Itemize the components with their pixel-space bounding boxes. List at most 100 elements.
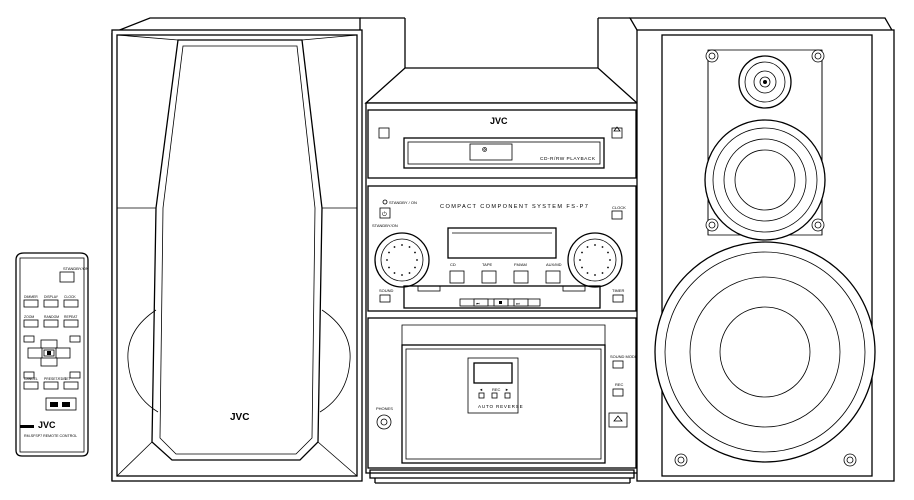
remote-right-button[interactable] (55, 347, 71, 359)
deck-control-button[interactable] (478, 392, 485, 399)
remote-button-label: SET (64, 377, 71, 381)
left-control-knob[interactable] (374, 232, 430, 288)
power-standby-button[interactable] (379, 207, 391, 219)
remote-up-button[interactable] (40, 339, 58, 349)
screw (705, 218, 719, 232)
remote-button[interactable] (63, 299, 79, 308)
tuner-display (447, 227, 557, 259)
skip-forward-button[interactable] (513, 298, 529, 307)
knob-dot (601, 272, 604, 274)
remote-button-label: RANDOM (44, 315, 59, 319)
remote-button[interactable] (43, 299, 59, 308)
skip-forward-icon: ⏭ (516, 301, 520, 306)
remote-left-button[interactable] (27, 347, 43, 359)
disc-icon: ◎ (482, 147, 488, 153)
sound-mode-label: SOUND MODE (610, 354, 638, 359)
remote-down-button[interactable] (40, 357, 58, 367)
skip-back-button[interactable] (473, 298, 489, 307)
woofer (654, 241, 876, 463)
screw (843, 453, 857, 467)
stop-icon (499, 301, 502, 304)
remote-button[interactable] (23, 381, 39, 390)
deck-control-button[interactable] (491, 392, 498, 399)
cassette-window (473, 362, 513, 384)
remote-button-label: DISPLAY (44, 295, 59, 299)
main-unit-body (365, 102, 639, 474)
remote-button[interactable] (23, 319, 39, 328)
right-speaker (628, 17, 895, 482)
phones-jack[interactable] (376, 414, 392, 430)
screw (674, 453, 688, 467)
knob-dot (386, 259, 388, 261)
remote-button[interactable] (63, 319, 79, 328)
cd-power-button[interactable] (378, 127, 390, 139)
remote-button-label: PRESET/EDIT (44, 377, 66, 381)
sound-label: SOUND (379, 288, 394, 293)
remote-skip-button[interactable] (69, 335, 81, 343)
remote-power-button[interactable] (59, 271, 75, 283)
speaker-screws (674, 49, 857, 467)
clock-button[interactable] (611, 210, 623, 220)
remote-button[interactable] (23, 299, 39, 308)
source-button[interactable] (513, 270, 529, 284)
cd-section: JVC ◎ CD-R/RW PLAYBACK (367, 109, 637, 179)
cd-open-close-button[interactable] (611, 127, 623, 139)
rec-button[interactable] (612, 388, 624, 397)
sound-mode-button[interactable] (612, 360, 624, 369)
knob-dot (401, 244, 403, 246)
remote-button[interactable] (63, 381, 79, 390)
source-button-label: FM/AM (514, 262, 527, 267)
volume-knob[interactable] (567, 232, 623, 288)
timer-label: TIMER (612, 288, 625, 293)
knob-dot (609, 259, 611, 261)
knob-dot (581, 251, 583, 254)
knob-dot (607, 251, 609, 254)
midrange-driver (704, 119, 826, 241)
source-button[interactable] (481, 270, 497, 284)
deck-control-label: ► (505, 387, 509, 392)
tuner-section: STANDBY / ON COMPACT COMPONENT SYSTEM FS… (367, 185, 637, 312)
system-label: COMPACT COMPONENT SYSTEM FS-P7 (440, 204, 589, 210)
timer-button[interactable] (612, 294, 624, 303)
knob-dot (601, 246, 604, 248)
remote-skip-button[interactable] (23, 335, 35, 343)
knob-dot (414, 266, 416, 269)
knob-dot (414, 251, 416, 254)
screw (811, 49, 825, 63)
knob-dot (393, 246, 396, 248)
cassette-deck-door[interactable] (401, 344, 606, 464)
cassette-eject-button[interactable] (608, 412, 628, 428)
power-icon: ⏻ (382, 211, 387, 218)
remote-caption: RM-SFSP7 REMOTE CONTROL (24, 434, 77, 438)
deck-control-label: REC (492, 387, 501, 392)
source-button-label: TAPE (482, 262, 492, 267)
cd-section-brand-logo: JVC (490, 116, 508, 126)
knob-dot (594, 244, 596, 246)
source-button[interactable] (449, 270, 465, 284)
left-speaker-grille (151, 39, 323, 461)
cassette-eject-icon (613, 415, 623, 422)
deck-control-button[interactable] (504, 392, 511, 399)
standby-on-label: STANDBY/ON (372, 223, 398, 228)
remote-stop-icon (47, 351, 51, 355)
cassette-section: ◄REC► AUTO REVERSE PHONES SOUND MODE REC (367, 317, 638, 469)
cd-tray[interactable] (403, 137, 605, 169)
sound-button[interactable] (379, 294, 391, 303)
clock-label: CLOCK (612, 205, 626, 210)
knob-dot (416, 259, 418, 261)
phones-label: PHONES (376, 406, 393, 411)
source-button[interactable] (545, 270, 561, 284)
remote-standby-label: STANDBY/ON (63, 266, 89, 271)
remote-brand-logo: JVC (38, 420, 56, 430)
left-speaker: JVC (111, 17, 363, 482)
remote-button[interactable] (43, 381, 59, 390)
remote-skip-button[interactable] (69, 371, 81, 379)
remote-button-label: DIMMER (24, 295, 38, 299)
remote-button[interactable] (43, 319, 59, 328)
remote-skip-button[interactable] (23, 371, 35, 379)
knob-dot (393, 272, 396, 274)
